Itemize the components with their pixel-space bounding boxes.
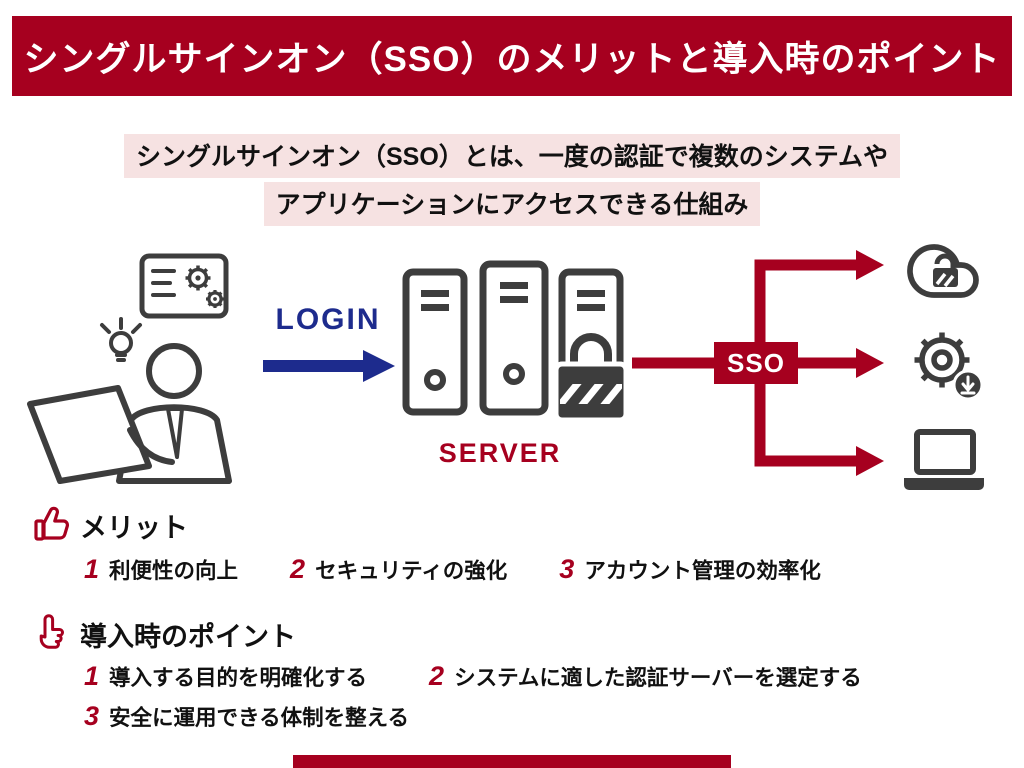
point-number: 3 — [84, 701, 100, 731]
intro-line-2: アプリケーションにアクセスできる仕組み — [263, 182, 761, 226]
cloud-lock-icon — [907, 244, 979, 298]
point-number: 2 — [429, 661, 445, 691]
points-items-row1: 1 導入する目的を明確化する 2 システムに適した認証サーバーを選定する — [84, 661, 862, 692]
merit-item: 1 利便性の向上 — [84, 554, 239, 584]
laptop-icon — [904, 429, 984, 490]
merits-items: 1 利便性の向上 2 セキュリティの強化 3 アカウント管理の効率化 — [84, 554, 821, 585]
person-figure — [27, 343, 232, 484]
point-item: 2 システムに適した認証サーバーを選定する — [429, 661, 862, 691]
gear-download-icon — [914, 332, 984, 401]
points-heading: 導入時のポイント — [80, 622, 296, 652]
server-rack-icon — [402, 260, 629, 423]
page-title: シングルサインオン（SSO）のメリットと導入時のポイント — [23, 39, 1001, 79]
laptop-screen — [27, 385, 152, 484]
footer-accent-bar — [293, 755, 731, 768]
login-arrow-icon — [263, 350, 395, 382]
point-number: 1 — [84, 661, 100, 691]
merits-heading: メリット — [80, 513, 188, 543]
login-label: LOGIN — [275, 303, 381, 336]
server-label: SERVER — [438, 438, 562, 468]
gear-small-icon — [204, 288, 226, 310]
title-banner: シングルサインオン（SSO）のメリットと導入時のポイント — [12, 16, 1012, 96]
intro-text: シングルサインオン（SSO）とは、一度の認証で複数のシステムや アプリケーション… — [0, 132, 1024, 228]
user-login-illustration — [27, 253, 232, 484]
merit-number: 2 — [290, 554, 306, 584]
settings-card-icon — [139, 253, 229, 319]
padlock-icon — [553, 328, 629, 423]
pointing-hand-icon — [39, 614, 64, 649]
point-item: 3 安全に運用できる体制を整える — [84, 701, 409, 731]
intro-line-1: シングルサインオン（SSO）とは、一度の認証で複数のシステムや — [123, 134, 901, 178]
sso-badge: SSO — [714, 342, 798, 384]
gear-icon — [183, 263, 213, 293]
points-items-row2: 3 安全に運用できる体制を整える — [84, 701, 409, 732]
merit-item: 2 セキュリティの強化 — [290, 554, 508, 584]
merit-item: 3 アカウント管理の効率化 — [559, 554, 821, 584]
point-item: 1 導入する目的を明確化する — [84, 661, 368, 691]
merit-number: 1 — [84, 554, 100, 584]
thumbs-up-icon — [34, 506, 69, 541]
idea-bulb-icon — [100, 317, 142, 362]
merit-number: 3 — [559, 554, 575, 584]
